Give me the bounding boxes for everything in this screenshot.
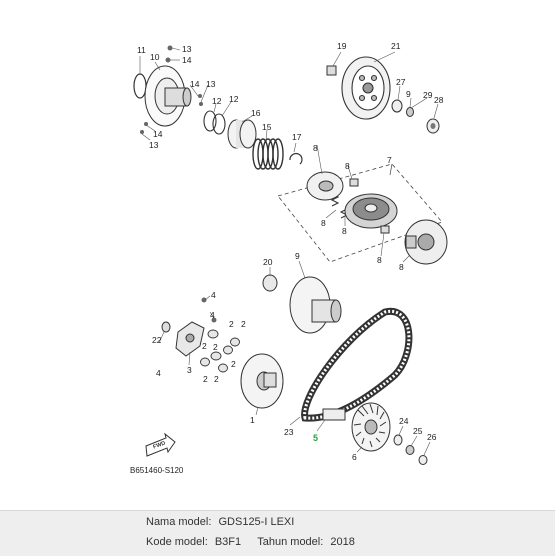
fwd-label: FWD bbox=[152, 441, 166, 451]
callout-12b: 12 bbox=[229, 94, 239, 104]
callout-4a: 4 bbox=[211, 290, 216, 300]
callout-11: 11 bbox=[137, 45, 146, 55]
model-name-label: Nama model: bbox=[146, 516, 212, 528]
callout-2f: 2 bbox=[203, 374, 208, 384]
callout-8d: 8 bbox=[342, 226, 347, 236]
callout-labels: 11 10 13 14 14 13 12 12 16 15 17 14 13 1… bbox=[137, 41, 444, 462]
fwd-arrow-icon: FWD bbox=[145, 432, 176, 457]
callout-23: 22 bbox=[152, 335, 162, 345]
callout-13c: 13 bbox=[149, 140, 159, 150]
callout-4b: 4 bbox=[210, 310, 215, 320]
callout-8e: 8 bbox=[377, 255, 382, 265]
parts-diagram-panel: 11 10 13 14 14 13 12 12 16 15 17 14 13 1… bbox=[130, 41, 448, 475]
callout-29: 29 bbox=[423, 90, 433, 100]
callout-9a: 9 bbox=[406, 89, 411, 99]
clutch-shoe-assembly bbox=[344, 193, 398, 229]
callout-8f: 8 bbox=[399, 262, 404, 272]
part-5-collar bbox=[322, 408, 346, 421]
callout-26: 26 bbox=[427, 432, 437, 442]
model-name-value: GDS125-I LEXI bbox=[218, 516, 295, 528]
callout-2g: 2 bbox=[214, 374, 219, 384]
callout-6: 6 bbox=[352, 452, 357, 462]
callout-8b: 8 bbox=[345, 161, 350, 171]
callout-16: 16 bbox=[251, 108, 261, 118]
callout-4c: 4 bbox=[156, 368, 161, 378]
model-code-value: B3F1 bbox=[214, 536, 242, 548]
drawing-code: B651460-S120 bbox=[130, 466, 184, 475]
primary-clutch-carrier bbox=[404, 219, 448, 265]
part-19-clip bbox=[289, 152, 303, 165]
callout-2b: 2 bbox=[241, 319, 246, 329]
callout-3: 3 bbox=[187, 365, 192, 375]
callout-9b: 9 bbox=[295, 251, 300, 261]
callout-8c: 8 bbox=[321, 218, 326, 228]
assembly-7-frame bbox=[277, 163, 443, 263]
callout-27: 27 bbox=[396, 77, 406, 87]
callout-2c: 2 bbox=[202, 341, 207, 351]
callout-28: 28 bbox=[434, 95, 444, 105]
callout-22: 23 bbox=[284, 427, 294, 437]
callout-14b: 14 bbox=[190, 79, 200, 89]
callout-5-highlighted: 5 bbox=[313, 433, 318, 443]
model-info-footer: Nama model: GDS125-I LEXI Kode model: B3… bbox=[0, 510, 555, 556]
part-9-secondary-sheave bbox=[289, 276, 342, 334]
callout-15: 15 bbox=[262, 122, 272, 132]
callout-14a: 14 bbox=[182, 55, 192, 65]
callout-2e: 2 bbox=[231, 359, 236, 369]
part-6-primary-sheave bbox=[351, 402, 391, 452]
callout-20: 20 bbox=[263, 257, 273, 267]
model-year-label: Tahun model: bbox=[257, 536, 324, 548]
callout-25: 25 bbox=[413, 426, 423, 436]
callout-12a: 12 bbox=[212, 96, 222, 106]
callout-19: 17 bbox=[292, 132, 302, 142]
model-year-value: 2018 bbox=[330, 536, 355, 548]
part-22-v-belt bbox=[301, 307, 413, 422]
exploded-view-diagram: 11 10 13 14 14 13 12 12 16 15 17 14 13 1… bbox=[130, 41, 448, 475]
model-name-row: Nama model: GDS125-I LEXI bbox=[146, 516, 294, 528]
callout-8a: 8 bbox=[313, 143, 318, 153]
part-15-spring bbox=[252, 138, 284, 170]
model-code-label: Kode model: bbox=[146, 536, 208, 548]
callout-1: 1 bbox=[250, 415, 255, 425]
callout-13a: 13 bbox=[182, 44, 192, 54]
part-21-clutch-housing bbox=[341, 56, 391, 120]
part-10-sheave bbox=[144, 65, 192, 127]
part-12-oring bbox=[203, 110, 217, 132]
part-8-clutch-plate bbox=[306, 171, 344, 201]
callout-21: 21 bbox=[391, 41, 401, 51]
part-11-ring bbox=[133, 73, 147, 99]
model-code-row: Kode model: B3F1 Tahun model: 2018 bbox=[146, 536, 355, 548]
callout-14c: 14 bbox=[153, 129, 163, 139]
callout-7: 7 bbox=[387, 155, 392, 165]
callout-17: 19 bbox=[337, 41, 347, 51]
callout-2d: 2 bbox=[213, 342, 218, 352]
part-16-collar bbox=[227, 119, 257, 149]
part-20-collar bbox=[262, 274, 278, 292]
callout-13b: 13 bbox=[206, 79, 216, 89]
part-3-ramp-plate bbox=[175, 321, 205, 357]
callout-10: 10 bbox=[150, 52, 160, 62]
callout-24: 24 bbox=[399, 416, 409, 426]
part-1-movable-sheave bbox=[240, 353, 284, 409]
part-23-washer bbox=[161, 321, 171, 333]
part-2-weight-rollers bbox=[200, 329, 240, 373]
callout-2a: 2 bbox=[229, 319, 234, 329]
